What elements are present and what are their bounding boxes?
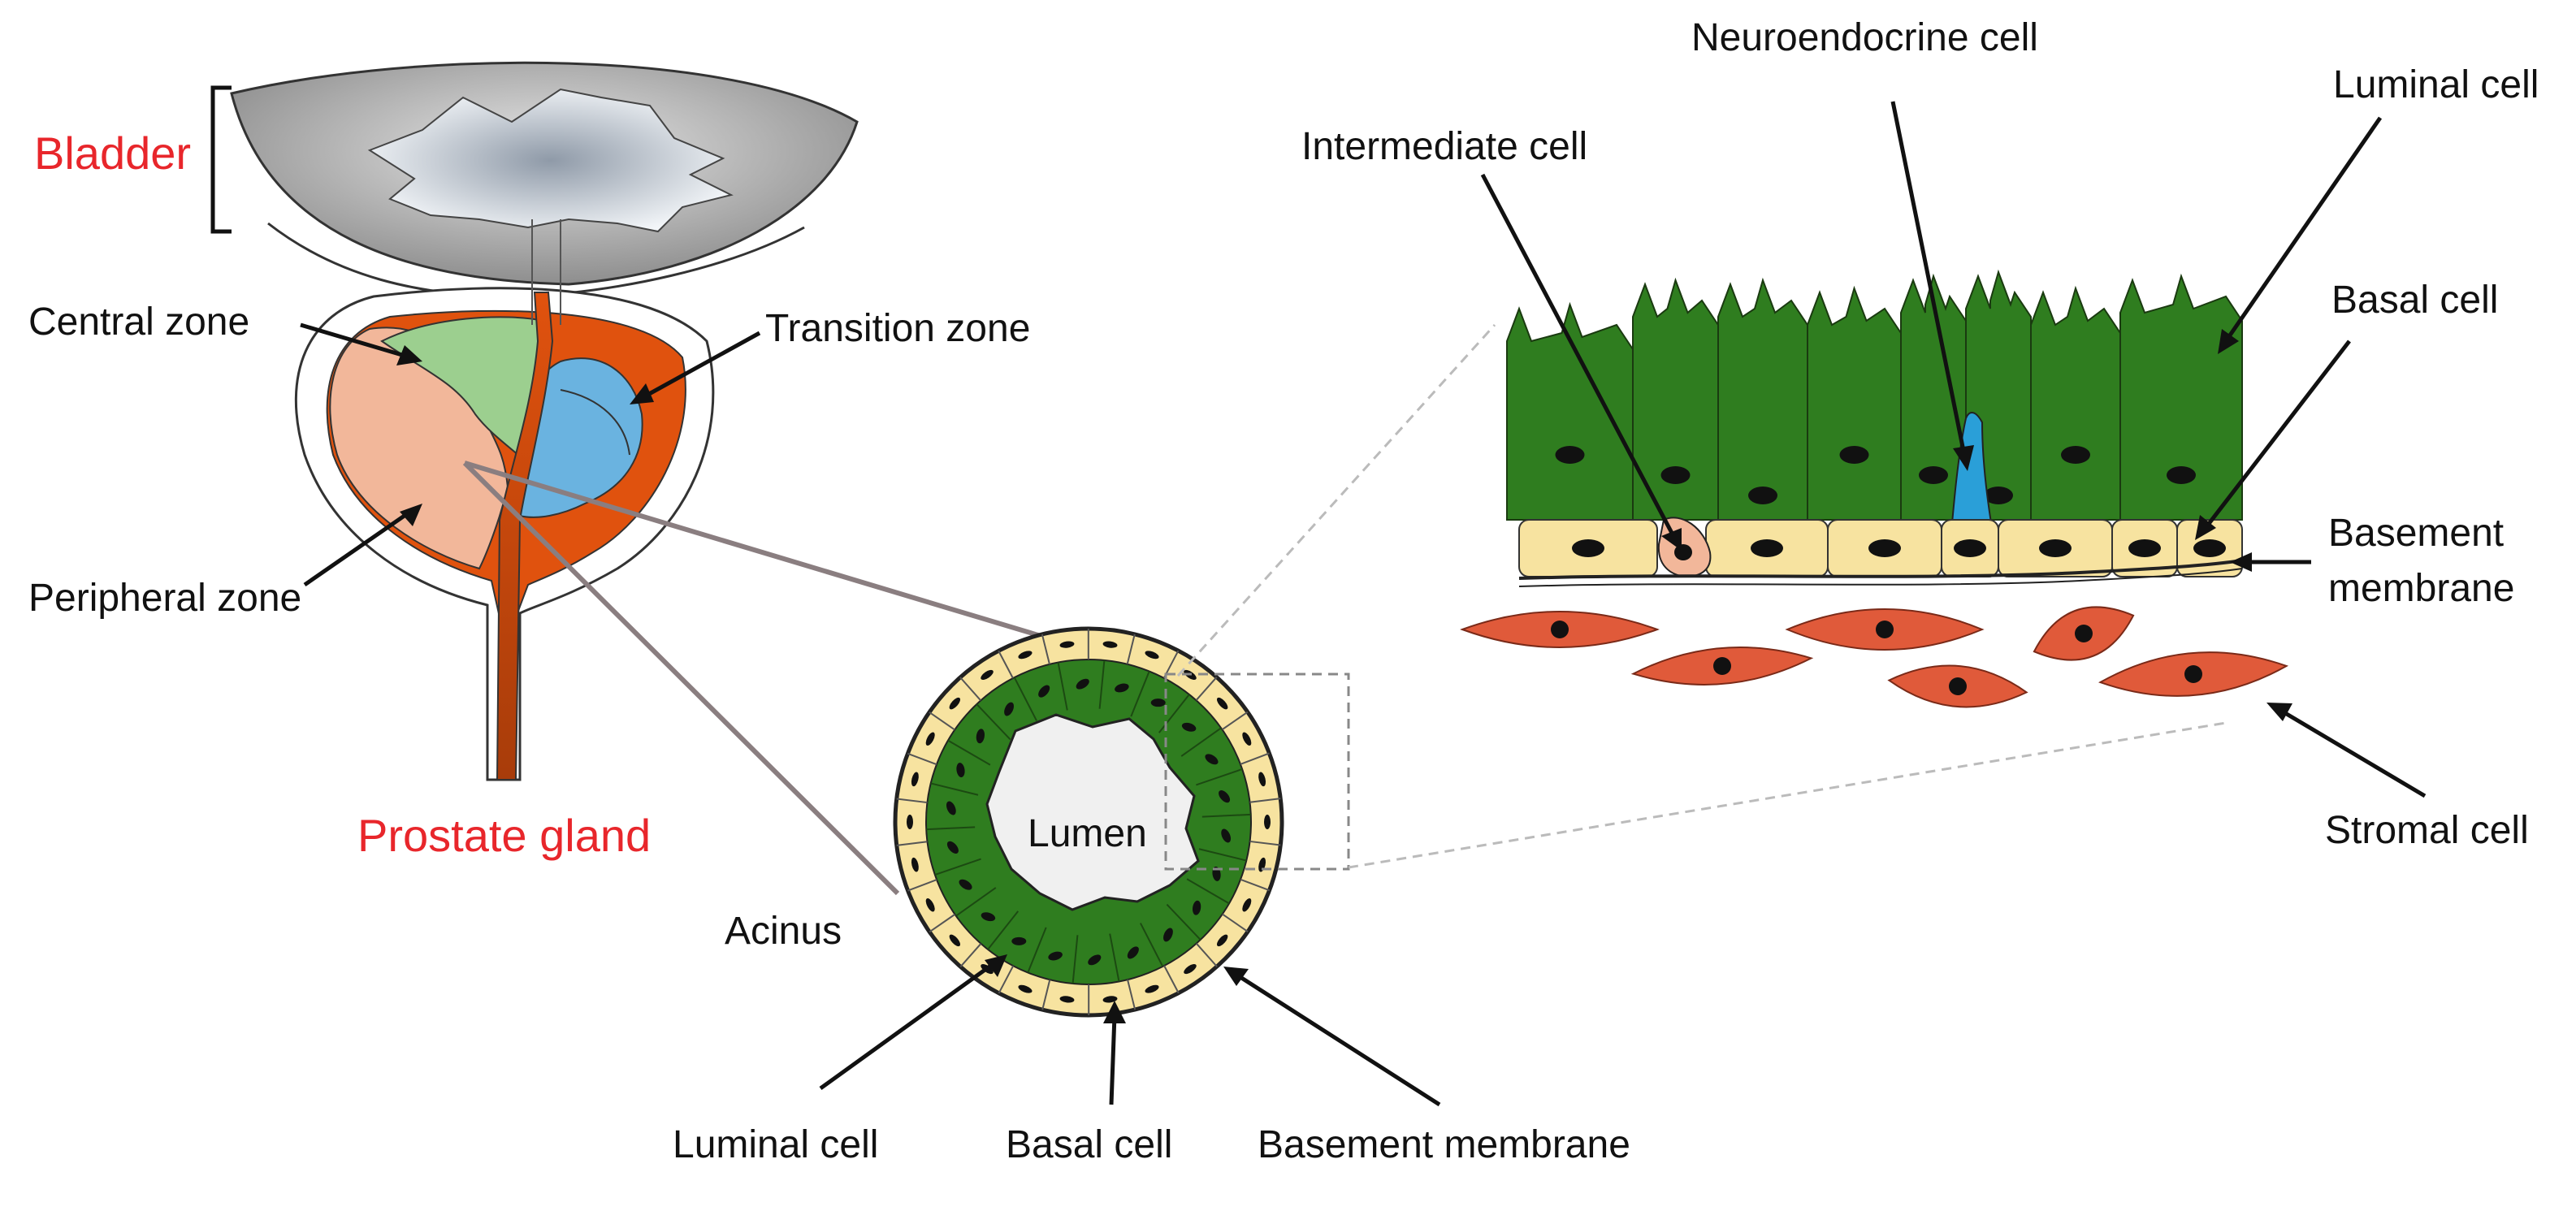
acinus-basal-nucleus — [907, 815, 913, 829]
acinus-luminal-nucleus — [1011, 937, 1026, 945]
luminal-cell-nucleus — [1919, 466, 1948, 484]
luminal-cell-nucleus — [1748, 487, 1777, 504]
lumen-label: Lumen — [1028, 812, 1147, 855]
stromal-cell-label: Stromal cell — [2325, 809, 2529, 852]
zoom-box-line-top — [1178, 325, 1495, 676]
luminal-cell — [2031, 288, 2120, 520]
luminal-cell-nucleus — [1661, 466, 1691, 484]
acinus-luminal-cell-label: Luminal cell — [673, 1123, 878, 1166]
luminal-cell-nucleus — [2061, 446, 2090, 464]
basement-membrane-label-line2: membrane — [2328, 567, 2514, 610]
basal-cell-nucleus — [2039, 539, 2072, 557]
stromal-cell-nucleus — [1876, 621, 1894, 638]
stromal-cell-arrowhead — [2266, 703, 2292, 721]
acinus-basal-cell-arrow — [1111, 1015, 1115, 1105]
stromal-cells — [1462, 593, 2288, 713]
stromal-cell-nucleus — [2184, 665, 2202, 683]
acinus-basal-cell-label: Basal cell — [1006, 1123, 1172, 1166]
luminal-cell-nucleus — [1840, 446, 1869, 464]
acinus-basement-membrane-label: Basement membrane — [1258, 1123, 1630, 1166]
basal-cell-nucleus — [2128, 539, 2161, 557]
luminal-cell — [1718, 280, 1808, 520]
acinus-basement-membrane-arrow — [1236, 975, 1440, 1105]
peripheral-zone-label: Peripheral zone — [28, 577, 301, 620]
stromal-cell-nucleus — [1949, 677, 1967, 695]
luminal-cell-nucleus — [2167, 466, 2196, 484]
neuroendocrine-cell-label: Neuroendocrine cell — [1691, 16, 2038, 59]
luminal-cells — [1507, 272, 2242, 520]
stromal-cell-arrow — [2281, 711, 2425, 796]
epithelium-basal-cell-label: Basal cell — [2331, 279, 2498, 322]
bladder-group: Bladder — [34, 63, 857, 296]
intermediate-cell-label: Intermediate cell — [1301, 125, 1587, 168]
luminal-cell — [1808, 288, 1901, 520]
luminal-cell-nucleus — [1556, 446, 1585, 464]
basement-membrane-label-line1: Basement — [2328, 512, 2504, 555]
stromal-cell-nucleus — [2075, 625, 2093, 642]
acinus-label: Acinus — [725, 910, 842, 953]
acinus-basal-nucleus — [1264, 815, 1271, 829]
acinus-luminal-nucleus — [1151, 698, 1166, 707]
acinus-luminal-cell-arrow — [820, 962, 995, 1088]
epithelium-luminal-cell-label: Luminal cell — [2333, 63, 2539, 106]
central-zone-label: Central zone — [28, 301, 249, 344]
basal-cell-nucleus — [2193, 539, 2226, 557]
basal-cell-nucleus — [1954, 539, 1986, 557]
stromal-cell-nucleus — [1551, 621, 1569, 638]
basal-cell-nucleus — [1751, 539, 1783, 557]
bladder-label: Bladder — [34, 128, 191, 179]
transition-zone-label: Transition zone — [765, 307, 1030, 350]
bladder-bracket — [213, 88, 232, 231]
basal-cell-nucleus — [1868, 539, 1901, 557]
stromal-cell-nucleus — [1713, 657, 1731, 675]
acinus-basement-membrane-arrowhead — [1223, 967, 1249, 986]
prostate-gland-label: Prostate gland — [357, 810, 651, 861]
basal-cell-nucleus — [1572, 539, 1604, 557]
zoom-box-line-bottom — [1349, 723, 2226, 867]
epithelium-detail-group: Intermediate cell Neuroendocrine cell Lu… — [1301, 16, 2539, 852]
